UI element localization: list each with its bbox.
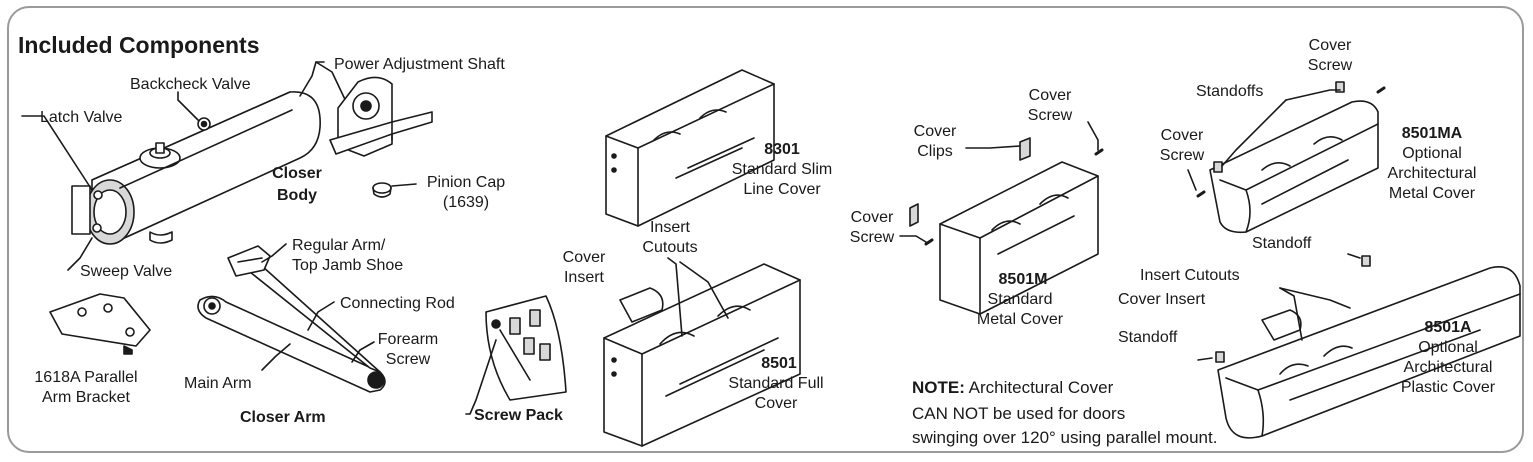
closer-body-title-line1: Closer — [272, 165, 322, 182]
cover-clips-label-line2: Clips — [917, 143, 953, 160]
bracket-label-line1: 1618A Parallel — [34, 369, 138, 386]
main-arm-label: Main Arm — [184, 375, 252, 392]
cover-screw-left-label-line2: Screw — [849, 229, 895, 246]
cover-8501ma-illustration — [1209, 100, 1379, 234]
cover-8501a-line1: Optional — [1418, 339, 1478, 356]
note-line3: swinging over 120° using parallel mount. — [912, 428, 1218, 447]
forearm-screw-label-line1: Forearm — [377, 331, 439, 348]
forearm-screw-label-line2: Screw — [385, 351, 431, 368]
bracket-label-line2: Arm Bracket — [41, 389, 130, 406]
screw-pack-title: Screw Pack — [474, 407, 563, 424]
cover-clips-label-line1: Cover — [913, 123, 957, 140]
cover-8501m-illustration — [939, 161, 1099, 315]
pinion-cap-illustration — [372, 182, 417, 198]
ma-cover-screw-top-label-line1: Cover — [1308, 37, 1352, 54]
cover-insert-8501a-label: Cover Insert — [1118, 291, 1206, 308]
components-frame — [7, 6, 1524, 453]
cover-8301-model: 8301 — [764, 141, 800, 158]
cover-8501a-line2: Architectural — [1403, 359, 1493, 376]
note-text-line1: Architectural Cover — [964, 378, 1114, 397]
cover-screw-left-label-line1: Cover — [850, 209, 894, 226]
pinion-cap-label-line1: Pinion Cap — [426, 174, 506, 191]
cover-8501ma-line1: Optional — [1402, 145, 1462, 162]
note-line1: NOTE: Architectural Cover — [912, 378, 1113, 397]
cover-8501a-model: 8501A — [1424, 319, 1472, 336]
cover-screw-top-label-line1: Cover — [1028, 87, 1072, 104]
regular-arm-label-line2: Top Jamb Shoe — [292, 257, 404, 274]
standoff-left-label: Standoff — [1118, 329, 1178, 346]
regular-arm-label-line1: Regular Arm/ — [292, 237, 386, 254]
cover-screw-top-label-line2: Screw — [1027, 107, 1073, 124]
insert-cutouts-label-line1: Insert — [649, 219, 690, 236]
cover-8501-line1: Standard Full — [728, 375, 824, 392]
parallel-arm-bracket-illustration — [49, 293, 151, 355]
closer-arm-title: Closer Arm — [240, 409, 326, 426]
ma-cover-screw-left-label-line1: Cover — [1160, 127, 1204, 144]
cover-8301-line2: Line Cover — [743, 181, 821, 198]
backcheck-valve-label: Backcheck Valve — [130, 76, 251, 93]
cover-insert-8501-illustration — [619, 287, 664, 323]
cover-8501a-line3: Plastic Cover — [1400, 379, 1496, 396]
note-label: NOTE: — [912, 378, 965, 397]
closer-body-illustration — [71, 91, 321, 245]
latch-valve-label: Latch Valve — [40, 109, 123, 126]
screw-pack-illustration — [485, 295, 567, 401]
cover-insert-label-line2: Insert — [563, 269, 604, 286]
cover-8501-line2: Cover — [754, 395, 798, 412]
cover-8501m-model: 8501M — [998, 271, 1048, 288]
insert-cutouts-8501a-label: Insert Cutouts — [1140, 267, 1240, 284]
cover-8501m-line1: Standard — [987, 291, 1053, 308]
insert-cutouts-label-line2: Cutouts — [642, 239, 698, 256]
cover-8501ma-line2: Architectural — [1387, 165, 1477, 182]
page-title: Included Components — [18, 32, 260, 58]
standoff-illustration — [1213, 81, 1345, 173]
closer-body-title-line2: Body — [277, 187, 317, 204]
cover-8501ma-line3: Metal Cover — [1388, 185, 1476, 202]
ma-cover-screw-left-label-line2: Screw — [1159, 147, 1205, 164]
sweep-valve-label: Sweep Valve — [80, 263, 173, 280]
cover-8501-model: 8501 — [761, 355, 797, 372]
cover-8501a-illustration — [1217, 266, 1521, 439]
cover-clip-illustration — [909, 137, 1031, 227]
power-adjustment-shaft-label: Power Adjustment Shaft — [334, 56, 505, 73]
connecting-rod-label: Connecting Rod — [340, 295, 455, 312]
standoff-top-label: Standoff — [1252, 235, 1312, 252]
cover-8301-illustration — [605, 69, 775, 227]
standoffs-label: Standoffs — [1196, 83, 1264, 100]
cover-8501ma-model: 8501MA — [1401, 125, 1463, 142]
cover-insert-label-line1: Cover — [562, 249, 606, 266]
cover-8501-illustration — [603, 263, 801, 447]
ma-cover-screw-top-label-line2: Screw — [1307, 57, 1353, 74]
power-adjustment-shaft-illustration — [329, 76, 433, 157]
cover-8501m-line2: Metal Cover — [976, 311, 1064, 328]
note-line2: CAN NOT be used for doors — [912, 404, 1126, 423]
cover-insert-8501a-illustration — [1261, 309, 1302, 341]
pinion-cap-label-line2: (1639) — [442, 194, 490, 211]
cover-8301-line1: Standard Slim — [731, 161, 833, 178]
cover-screw-illustration — [924, 148, 1104, 246]
